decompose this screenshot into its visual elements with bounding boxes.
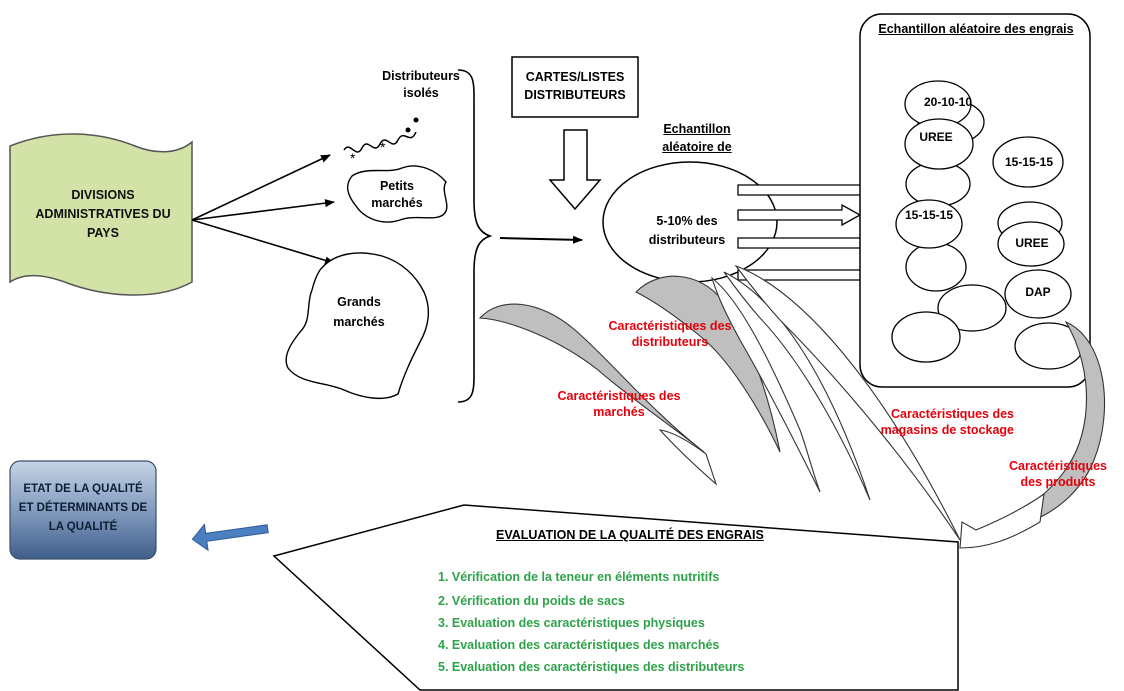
storage-characteristics-label: Caractéristiques des magasins de stockag… [880,407,1014,437]
isolated-distributors-squiggle [343,131,417,153]
fertilizer-item: 15-15-15 [904,208,954,222]
fertilizer-ellipse [937,284,1007,332]
products-characteristics-label: Caractéristiques des produits [1009,459,1107,489]
sample-distributors-title: Echantillon aléatoire de [662,122,732,154]
fertilizer-ellipse [992,136,1064,188]
evaluation-pentagon [272,504,959,691]
divisions-label: DIVISIONS ADMINISTRATIVES DU PAYS [35,188,171,240]
swoosh-markets-tip [658,429,718,486]
blue-arrow-to-result [191,523,269,552]
evaluation-title: EVALUATION DE LA QUALITÉ DES ENGRAIS [496,528,764,542]
swoosh-line [723,271,871,501]
swoosh-line [734,264,961,541]
characteristic-swooshes [478,264,1105,549]
isolated-distributor-dot [405,127,411,133]
arrow-to-sample [499,235,583,244]
fertilizer-ellipse [895,199,963,249]
result-box [9,460,157,560]
result-label: ETAT DE LA QUALITÉ ET DÉTERMINANTS DE LA… [18,483,148,533]
evaluation-step: 3. Evaluation des caractéristiques physi… [438,616,705,630]
isolated-star: * [350,150,356,166]
markets-characteristics-label: Caractéristiques des marchés [557,389,681,419]
fertilizer-ellipse [1004,269,1072,319]
cards-box [511,56,639,118]
evaluation-step: 5. Evaluation des caractéristiques des d… [438,660,745,674]
grouping-brace [457,69,493,403]
small-markets-blob [346,165,448,223]
evaluation-step: 2. Vérification du poids de sacs [438,594,625,608]
fertilizer-item: 20-10-10 [923,95,973,109]
large-markets-label: Grands marchés [333,295,385,329]
isolated-distributors-label: Distributeurs isolés [382,69,460,100]
swoosh-products-tip [959,492,1045,549]
evaluation-step: 4. Evaluation des caractéristiques des m… [438,638,720,652]
fertilizer-item: 15-15-15 [1004,155,1054,169]
isolated-distributor-dot [413,117,419,123]
fertilizer-ellipses [891,80,1084,370]
fertilizer-ellipse [997,221,1065,267]
divisions-banner [9,133,193,296]
fertilizer-item: UREE [1015,236,1049,250]
small-markets-label: Petits marchés [371,179,423,210]
arrow-to-small-markets [191,199,335,221]
arrow-to-isolated [191,154,331,221]
evaluation-step: 1. Vérification de la teneur en éléments… [438,570,720,584]
fertilizer-ellipse [891,311,961,363]
swoosh-line [710,276,821,493]
distributors-characteristics-label: Caractéristiques des distributeurs [608,319,732,349]
fertilizer-ellipse [904,118,974,170]
fertilizer-ellipse [905,242,967,292]
fertilizer-sample-title: Echantillon aléatoire des engrais [878,22,1074,36]
fertilizer-item: DAP [1025,285,1051,299]
hollow-right-arrow [737,203,862,227]
sample-distributors-body: 5-10% des distributeurs [648,214,726,247]
fertilizer-item: UREE [919,130,953,144]
swoosh-distributors-gray [635,275,781,453]
hollow-down-arrow [548,129,602,211]
large-markets-blob [285,252,430,400]
isolated-star: * [380,139,386,155]
arrow-to-large-markets [191,219,335,265]
cards-label: CARTES/LISTES DISTRIBUTEURS [524,70,626,102]
